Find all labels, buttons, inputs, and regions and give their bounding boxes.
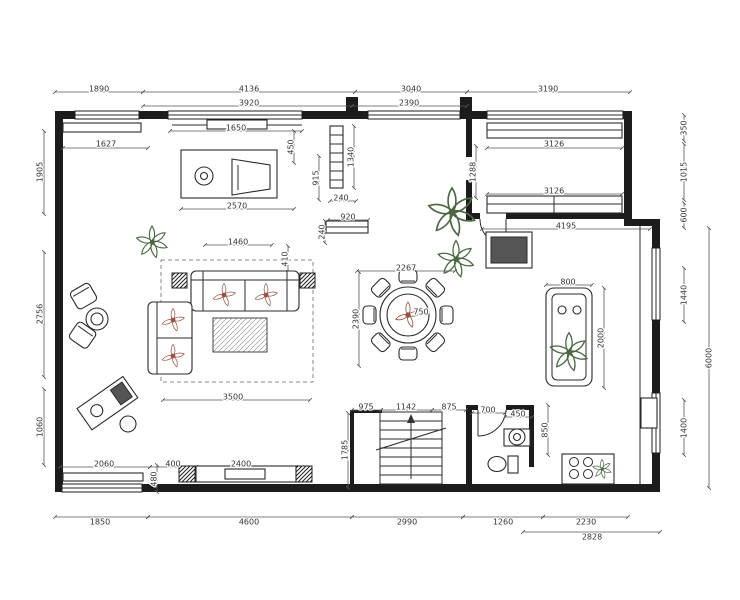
tv-media-unit	[180, 149, 278, 199]
dimension-label: 3040	[401, 85, 421, 94]
dimension-label: 975	[358, 403, 373, 412]
dimension-label: 400	[165, 460, 180, 469]
end-cabinet	[178, 465, 196, 483]
kitchen-island	[545, 287, 593, 387]
dimension-label: 450	[287, 139, 296, 154]
stove	[561, 453, 615, 485]
dimension-label: 350	[680, 120, 689, 135]
dimension-label: 4136	[239, 85, 259, 94]
window-top-right	[486, 110, 624, 120]
plant-icon	[437, 241, 474, 278]
dimension-label: 2390	[352, 309, 361, 329]
console-shelf	[325, 220, 369, 234]
dimension-label: 800	[560, 278, 575, 287]
armchair	[69, 282, 98, 310]
side-table	[171, 272, 188, 289]
dimension-labels: 1890 4136 3040 3190 3920 2390 1650 1627 3126 450 1…	[34, 83, 715, 543]
dimension-label: 1015	[680, 162, 689, 182]
plant-icon	[136, 226, 168, 258]
dimension-label: 600	[680, 207, 689, 222]
low-bench	[62, 472, 144, 482]
dimension-label: 1142	[396, 403, 416, 412]
dimension-label: 4195	[556, 222, 576, 231]
coffee-table	[212, 317, 268, 353]
appliance	[640, 397, 658, 429]
toilet	[487, 455, 519, 474]
dimension-label: 2990	[397, 518, 417, 527]
dimension-label: 3126	[544, 187, 564, 196]
dimension-label: 1440	[680, 285, 689, 305]
dimension-label: 3126	[544, 140, 564, 149]
dimension-label: 1785	[341, 440, 350, 460]
dimension-label: 2828	[582, 533, 602, 542]
dimension-label: 3920	[239, 99, 259, 108]
dimension-label: 1460	[228, 238, 248, 247]
dimension-label: 2756	[36, 304, 45, 324]
curtain-box	[206, 119, 268, 130]
desk	[76, 375, 139, 431]
stairs-up-arrow	[407, 414, 415, 423]
fridge	[485, 231, 533, 269]
dimension-label: 2230	[576, 518, 596, 527]
dimension-label: 1260	[493, 518, 513, 527]
window-bench	[62, 122, 142, 133]
dining-table	[362, 269, 454, 361]
dimension-label: 1627	[96, 140, 116, 149]
desk-chair	[119, 415, 137, 433]
dimension-label: 750	[413, 308, 428, 317]
dimension-label: 1400	[680, 418, 689, 438]
dimension-label: 6000	[705, 348, 714, 368]
dimension-label: 1340	[347, 147, 356, 167]
dimension-label: 240	[318, 224, 327, 239]
window-top-living	[167, 110, 303, 120]
dimension-label: 875	[441, 403, 456, 412]
dimension-label: 850	[541, 422, 550, 437]
dimension-label: 450	[510, 410, 525, 419]
tv-console	[195, 465, 297, 483]
hall-cabinet	[329, 125, 344, 189]
sofa-main	[190, 270, 300, 312]
dimension-label: 915	[312, 170, 321, 185]
dimension-lines	[41, 89, 712, 535]
dimension-label: 2060	[94, 460, 114, 469]
dimension-label: 3190	[538, 85, 558, 94]
window-top-left	[74, 110, 140, 120]
side-table	[299, 272, 316, 289]
dimension-label: 1650	[226, 124, 246, 133]
dimension-label: 480	[150, 471, 159, 486]
window-top-bay	[367, 110, 461, 120]
stairs	[375, 411, 447, 485]
dimension-label: 2390	[399, 99, 419, 108]
wardrobe-lower	[486, 195, 623, 214]
window-bottom-left	[61, 483, 143, 493]
dimension-label: 3500	[223, 393, 243, 402]
dimension-label: 1905	[36, 162, 45, 182]
armchair	[68, 321, 97, 349]
bathroom-vanity	[503, 428, 531, 447]
dimension-label: 1850	[90, 518, 110, 527]
sofa-left	[147, 301, 193, 375]
dimension-label: 2400	[231, 460, 251, 469]
dimension-label: 1890	[89, 85, 109, 94]
dimension-label: 920	[340, 213, 355, 222]
dimension-label: 2570	[227, 202, 247, 211]
dimension-label: 2267	[396, 264, 416, 273]
wardrobe-upper	[486, 122, 623, 139]
dimension-label: 410	[281, 251, 290, 266]
dimension-label: 240	[333, 194, 348, 203]
dimension-label: 2000	[597, 328, 606, 348]
dimension-label: 4600	[239, 518, 259, 527]
end-cabinet	[295, 465, 313, 483]
furniture	[62, 119, 658, 485]
dimension-label: 1060	[36, 417, 45, 437]
window-right-upper	[651, 247, 661, 321]
dimension-label: 1288	[469, 162, 478, 182]
dimension-label: 700	[480, 406, 495, 415]
